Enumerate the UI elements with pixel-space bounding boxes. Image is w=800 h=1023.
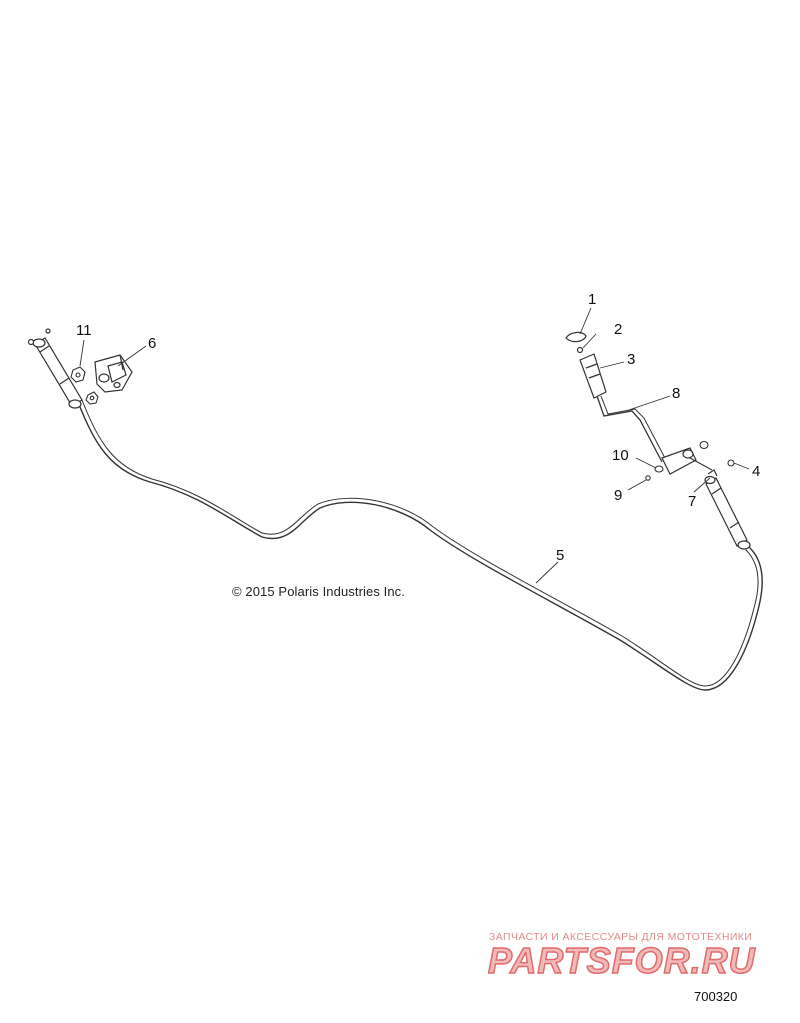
upper-washer	[699, 440, 709, 450]
leader-8	[625, 395, 671, 412]
part-2-screw	[576, 346, 584, 354]
left-small-clip	[45, 328, 51, 334]
diagram-number: 700320	[694, 989, 738, 1004]
callout-10: 10	[612, 447, 629, 464]
copyright-notice: © 2015 Polaris Industries Inc.	[232, 584, 405, 599]
callout-2: 2	[614, 321, 623, 338]
callout-4: 4	[752, 463, 761, 480]
right-housing-tube	[705, 477, 748, 547]
cable-line-inner	[81, 399, 759, 687]
leader-6	[117, 345, 147, 367]
leader-1	[579, 307, 592, 335]
right-ferrule	[737, 540, 751, 550]
callout-3: 3	[627, 351, 636, 368]
leader-11	[79, 339, 85, 367]
part-8-lever-rod	[596, 395, 663, 463]
callout-5: 5	[556, 547, 565, 564]
left-ferrule	[68, 399, 82, 409]
callout-6: 6	[148, 335, 157, 352]
part-1-cap	[565, 331, 587, 343]
handle-assembly	[565, 331, 713, 475]
leader-4	[733, 462, 750, 470]
part-11-nuts	[70, 366, 99, 405]
leader-9	[627, 479, 647, 491]
callout-11: 11	[76, 322, 92, 339]
part-9-pin	[645, 475, 651, 481]
part-6-bracket	[94, 354, 133, 393]
callout-7: 7	[688, 493, 697, 510]
leader-7	[693, 477, 711, 493]
watermark-tagline: ЗАПЧАСТИ И АКСЕССУАРЫ ДЛЯ МОТОТЕХНИКИ	[489, 931, 753, 943]
leader-5	[535, 561, 559, 584]
leader-3	[599, 361, 625, 369]
left-cable-end	[27, 328, 83, 409]
leader-10	[635, 457, 657, 469]
part-7-right-cable-end	[704, 469, 751, 550]
part-10-washer	[654, 465, 664, 473]
callout-8: 8	[672, 385, 681, 402]
cable-line-outer	[77, 401, 763, 691]
watermark-brand: PARTSFOR.RU	[487, 939, 756, 982]
callout-9: 9	[614, 487, 623, 504]
left-clevis-pin	[27, 338, 35, 346]
leader-lines	[79, 307, 750, 584]
small-hardware	[645, 440, 735, 481]
left-end-fitting	[32, 338, 46, 348]
cable-assembly	[77, 399, 763, 691]
part-4-nut	[727, 459, 735, 467]
leader-2	[582, 333, 597, 349]
right-end-fitting	[704, 475, 716, 485]
callout-1: 1	[588, 291, 597, 308]
